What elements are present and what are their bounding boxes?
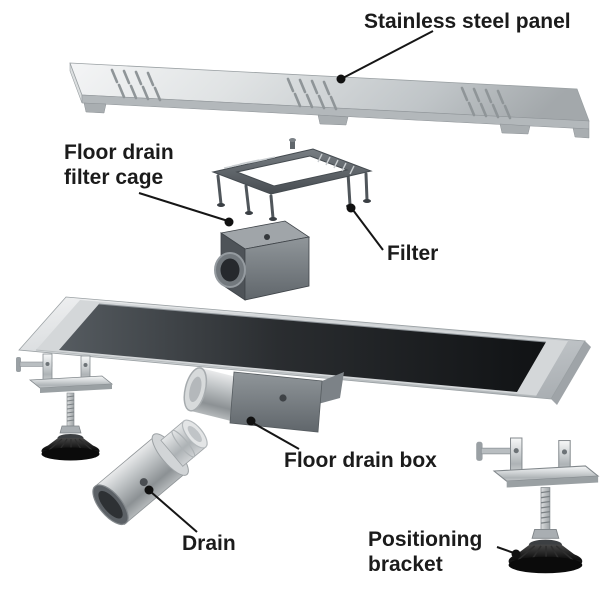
cage-bolt — [290, 140, 295, 149]
label-stainless-steel-panel: Stainless steel panel — [364, 10, 571, 33]
label-filter: Filter — [387, 242, 438, 265]
floor-drain-box — [18, 296, 591, 405]
filter — [214, 220, 311, 301]
drain — [92, 419, 208, 526]
label-drain: Drain — [182, 532, 236, 555]
cage-slats — [223, 153, 355, 175]
panel-tab — [499, 123, 531, 135]
leader-dots — [144, 74, 521, 559]
stainless-steel-panel — [69, 62, 590, 139]
leader-lines — [138, 30, 515, 554]
panel-tab — [83, 102, 107, 114]
positioning-bracket-left — [15, 353, 113, 462]
label-bracket-line2: bracket — [368, 553, 443, 576]
cage-legs — [216, 171, 369, 220]
label-filter-cage-line2: filter cage — [64, 166, 163, 189]
floor-drain-filter-cage — [211, 138, 373, 221]
outlet-wing — [318, 372, 344, 404]
panel-tab — [572, 127, 590, 139]
panel-tab — [317, 114, 349, 126]
filter-screw — [264, 234, 270, 240]
label-floor-drain-box: Floor drain box — [284, 449, 437, 472]
label-filter-cage-line1: Floor drain — [64, 141, 174, 164]
label-bracket-line1: Positioning — [368, 528, 482, 551]
drain-screw — [139, 478, 148, 487]
positioning-bracket-right — [475, 437, 599, 575]
outlet-screw — [279, 394, 287, 402]
